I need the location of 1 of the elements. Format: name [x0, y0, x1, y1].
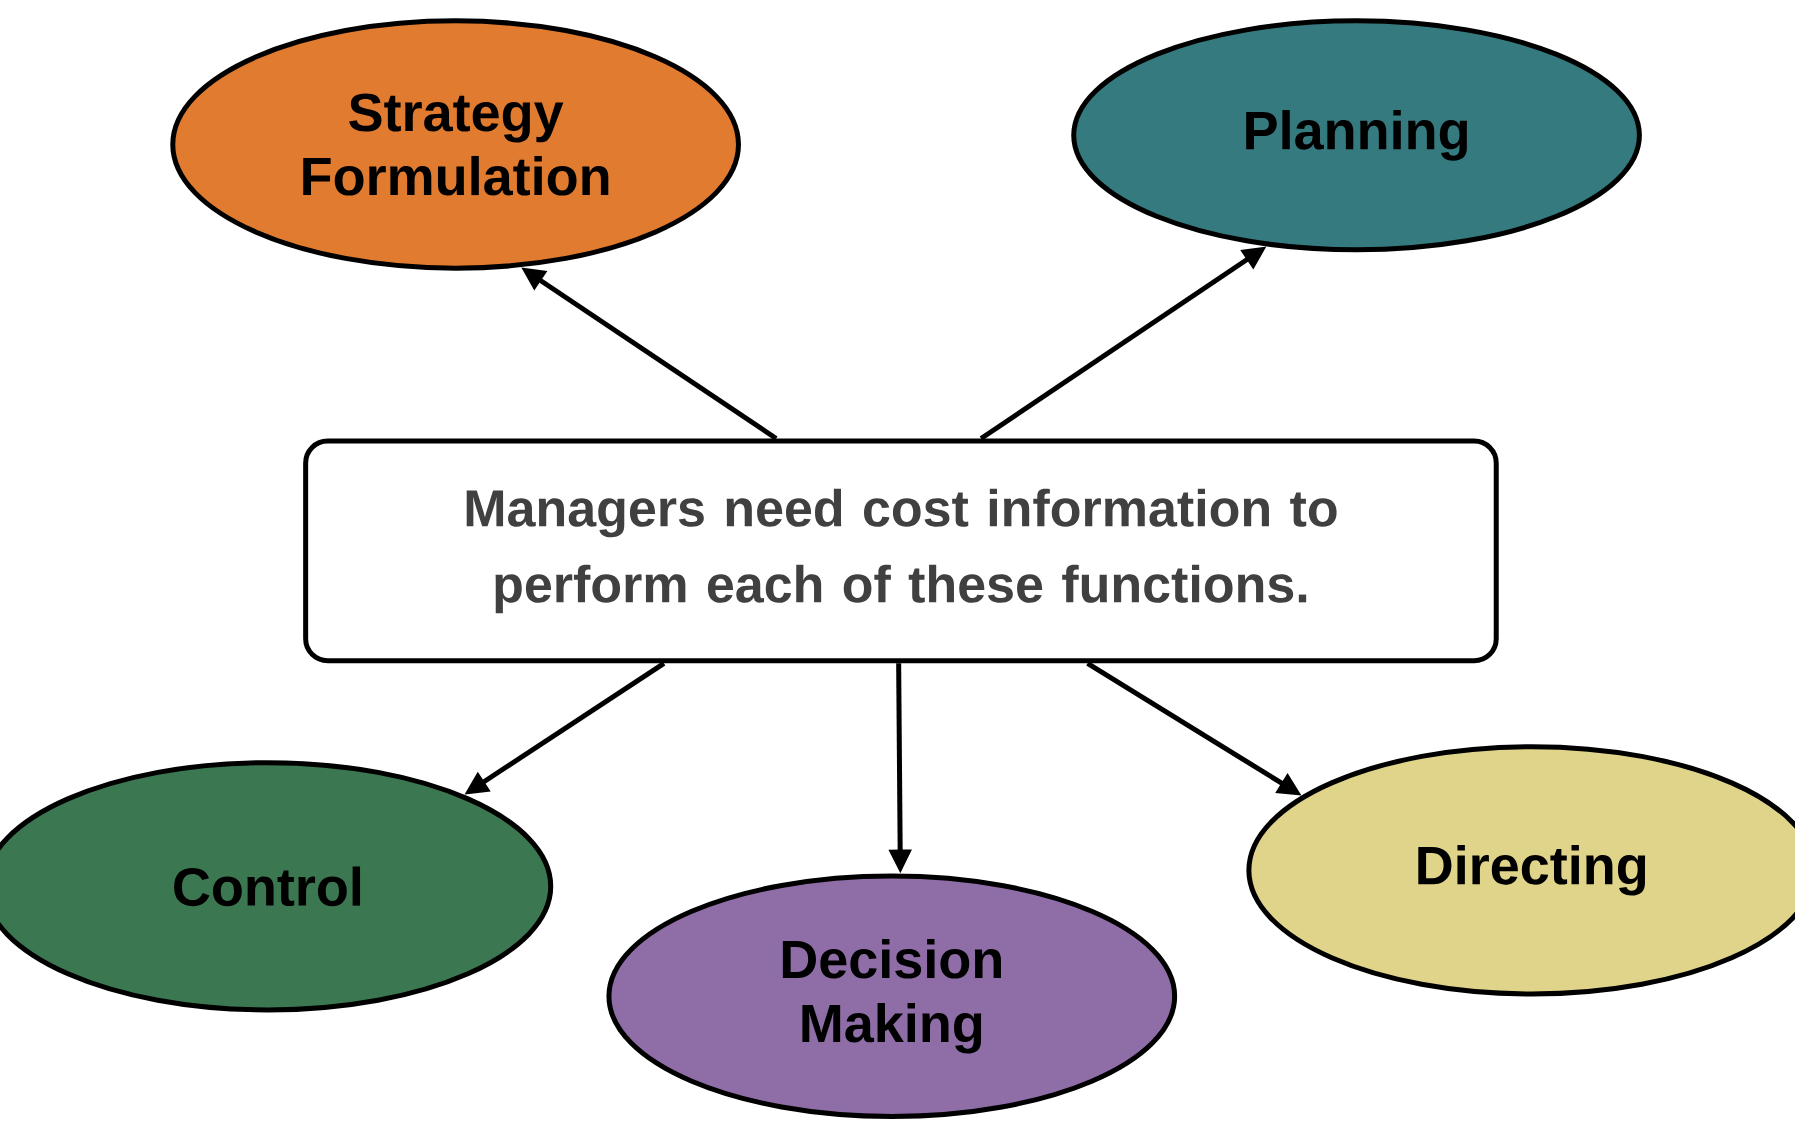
message-box: Managers need cost information to perform each of these functions.: [303, 438, 1499, 664]
